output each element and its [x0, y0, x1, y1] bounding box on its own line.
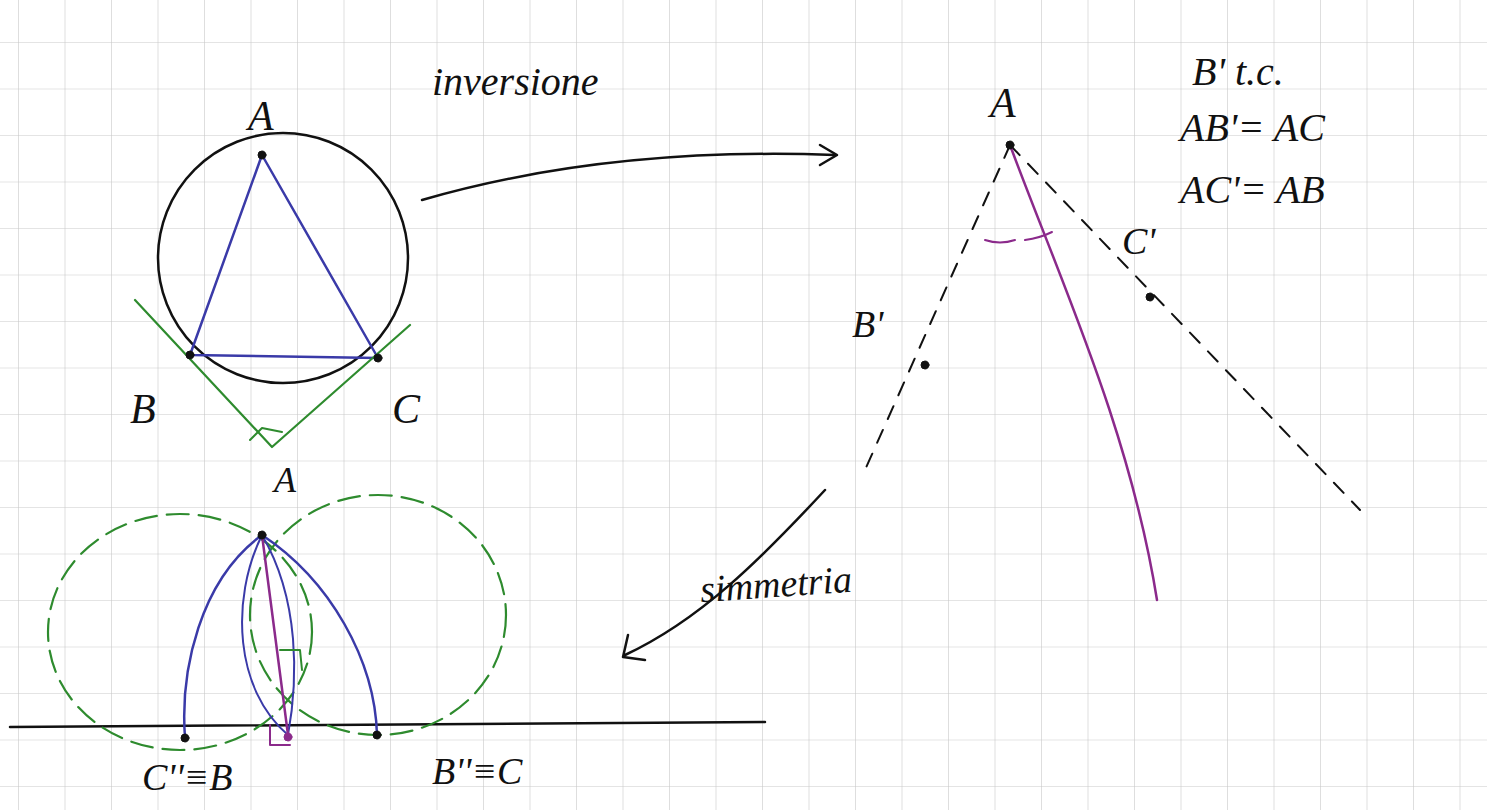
operation-label: inversione	[432, 62, 599, 102]
point-label: C	[392, 388, 420, 430]
point-label: A	[248, 95, 274, 137]
point-label: C'	[1122, 222, 1155, 260]
point-label: C''≡B	[142, 758, 232, 796]
condition-label: B' t.c.	[1192, 52, 1284, 92]
point-label: B	[130, 388, 156, 430]
equation-label: AB'= AC	[1180, 108, 1325, 148]
point-label: A	[990, 82, 1016, 124]
point-label: B''≡C	[432, 752, 522, 790]
point-label: A	[274, 462, 296, 498]
equation-label: AC'= AB	[1180, 170, 1325, 210]
point-label: B'	[852, 305, 883, 343]
operation-label: simmetria	[699, 560, 853, 609]
